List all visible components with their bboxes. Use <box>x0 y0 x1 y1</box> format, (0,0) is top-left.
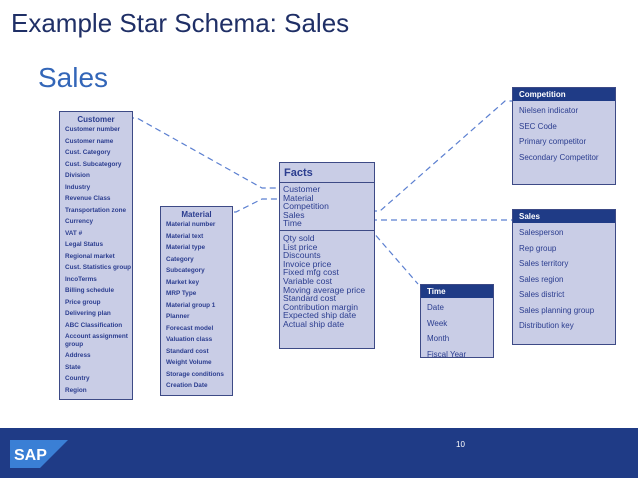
material-attribute: Category <box>166 255 194 263</box>
sales-attribute: Sales planning group <box>519 305 595 315</box>
material-attribute: Weight Volume <box>166 359 212 366</box>
material-attribute: Material type <box>166 244 206 251</box>
sales-attribute: Sales region <box>519 274 564 284</box>
customer-attribute: Price group <box>65 298 101 306</box>
facts-measure: List price <box>283 241 318 252</box>
material-attribute: Material text <box>166 232 204 240</box>
customer-attribute: Industry <box>65 183 91 191</box>
sales-attribute: Distribution key <box>519 321 574 330</box>
customer-table-header: Customer <box>77 115 115 124</box>
page-number: 10 <box>456 440 465 449</box>
material-attribute: Valuation class <box>166 336 213 343</box>
facts-measure: Discounts <box>283 250 321 261</box>
facts-measure: Invoice price <box>283 258 332 269</box>
facts-measure: Standard cost <box>283 293 337 304</box>
facts-measure: Contribution margin <box>283 301 358 312</box>
facts-key: Sales <box>283 209 305 220</box>
customer-attribute: Region <box>65 386 87 394</box>
customer-attribute: VAT # <box>65 229 83 237</box>
customer-attribute: Cust. Statistics group <box>65 264 132 271</box>
material-attribute: Market key <box>166 278 200 286</box>
customer-attribute: Account assignment group <box>65 333 128 348</box>
customer-attribute: Customer name <box>65 137 114 145</box>
facts-measure: Fixed mfg cost <box>283 267 339 278</box>
competition-table-header: Competition <box>513 88 615 101</box>
material-attribute: MRP Type <box>166 290 197 297</box>
customer-attribute: Country <box>65 375 90 382</box>
facts-key: Time <box>283 218 302 229</box>
material-attribute: Forecast model <box>166 324 214 332</box>
material-attribute: Planner <box>166 313 190 320</box>
customer-attribute: IncoTerms <box>65 275 97 283</box>
customer-attribute: Customer number <box>65 126 121 133</box>
facts-separator <box>280 229 374 231</box>
sales-attribute: Rep group <box>519 243 557 253</box>
time-attribute: Fiscal Year <box>427 349 467 359</box>
time-table-header: Time <box>421 285 493 298</box>
connector-customer <box>118 117 280 189</box>
customer-attribute: Currency <box>65 218 94 225</box>
competition-attribute: Primary competitor <box>519 137 587 146</box>
sales-attribute: Salesperson <box>519 228 564 237</box>
sales-attribute: Sales district <box>519 290 565 299</box>
competition-attribute: Secondary Competitor <box>519 152 599 162</box>
time-attribute: Week <box>427 318 448 328</box>
material-attribute: Standard cost <box>166 347 209 355</box>
customer-attribute: Address <box>65 352 91 359</box>
slide-subtitle: Sales <box>38 62 109 93</box>
customer-attribute: Cust. Subcategory <box>65 160 122 168</box>
sales-attribute: Sales territory <box>519 259 569 268</box>
facts-measure: Moving average price <box>283 284 366 295</box>
customer-attribute: Division <box>65 172 90 179</box>
time-attribute: Month <box>427 334 450 343</box>
material-attribute: Material group 1 <box>166 301 216 309</box>
material-table-header: Material <box>181 210 212 219</box>
customer-attribute: State <box>65 363 81 371</box>
facts-key: Competition <box>283 201 329 212</box>
facts-measure: Expected ship date <box>283 310 357 321</box>
facts-measure: Variable cost <box>283 275 333 286</box>
material-attribute: Creation Date <box>166 382 208 389</box>
svg-text:SAP: SAP <box>14 447 47 464</box>
customer-attribute: Transportation zone <box>65 206 127 214</box>
facts-measure: Actual ship date <box>283 318 345 329</box>
material-attribute: Subcategory <box>166 267 205 274</box>
footer-bar <box>0 428 638 478</box>
customer-attribute: Legal Status <box>65 241 103 248</box>
sap-logo: SAP <box>10 440 68 468</box>
facts-table-header: Facts <box>280 163 374 183</box>
competition-attribute: Nielsen indicator <box>519 106 579 115</box>
customer-attribute: Billing schedule <box>65 287 115 294</box>
competition-attribute: SEC Code <box>519 121 557 131</box>
customer-attribute: Delivering plan <box>65 310 111 317</box>
customer-attribute: Cust. Category <box>65 149 111 156</box>
customer-attribute: ABC Classification <box>65 321 123 329</box>
customer-attribute: Revenue Class <box>65 195 111 202</box>
facts-measure: Qty sold <box>283 232 315 243</box>
facts-key: Material <box>283 192 314 203</box>
time-attribute: Date <box>427 303 444 312</box>
slide-title: Example Star Schema: Sales <box>11 8 350 38</box>
customer-attribute: Regional market <box>65 252 115 260</box>
sales-table-header: Sales <box>513 210 615 223</box>
material-attribute: Storage conditions <box>166 370 224 378</box>
material-attribute: Material number <box>166 221 216 228</box>
facts-key: Customer <box>283 184 321 194</box>
